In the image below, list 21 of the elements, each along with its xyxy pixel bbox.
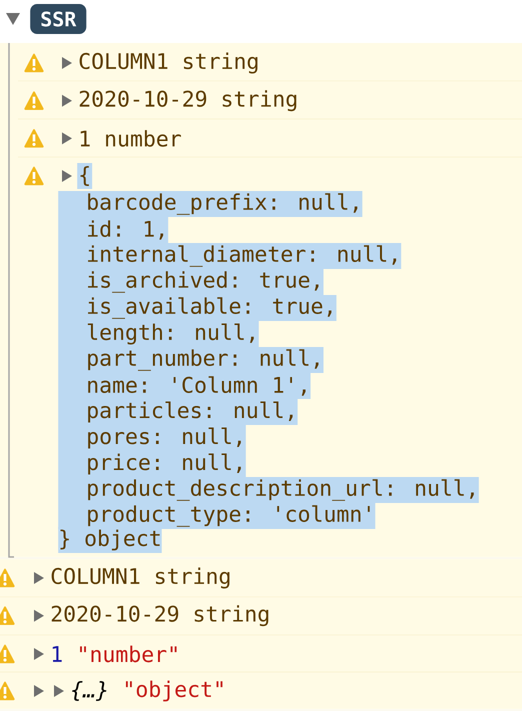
log-string: "object" <box>126 680 222 702</box>
object-property: particles: null, <box>58 399 298 425</box>
log-text: 1 number <box>80 130 181 147</box>
log-text: } object <box>58 527 162 553</box>
log-text: { <box>77 163 92 189</box>
log-string: "number" <box>80 646 177 662</box>
object-property: pores: null, <box>58 425 246 451</box>
object-property: is_archived: true, <box>58 269 324 295</box>
log-text: COLUMN1 string <box>80 52 258 74</box>
object-property: name: 'Column 1', <box>58 373 311 399</box>
log-text: COLUMN1 string <box>52 568 230 588</box>
object-property: id: 1, <box>58 217 168 243</box>
object-property: is_available: true, <box>58 295 336 321</box>
log-text: 2020-10-29 string <box>52 605 268 626</box>
object-property: price: null, <box>58 451 246 477</box>
object-property: length: null, <box>58 321 259 347</box>
badge: SSR <box>30 4 86 34</box>
log-number: 1 <box>52 646 62 662</box>
log-text: {…} <box>72 681 106 701</box>
log-text: 2020-10-29 string <box>80 90 296 112</box>
object-property: part_number: null, <box>58 347 324 373</box>
